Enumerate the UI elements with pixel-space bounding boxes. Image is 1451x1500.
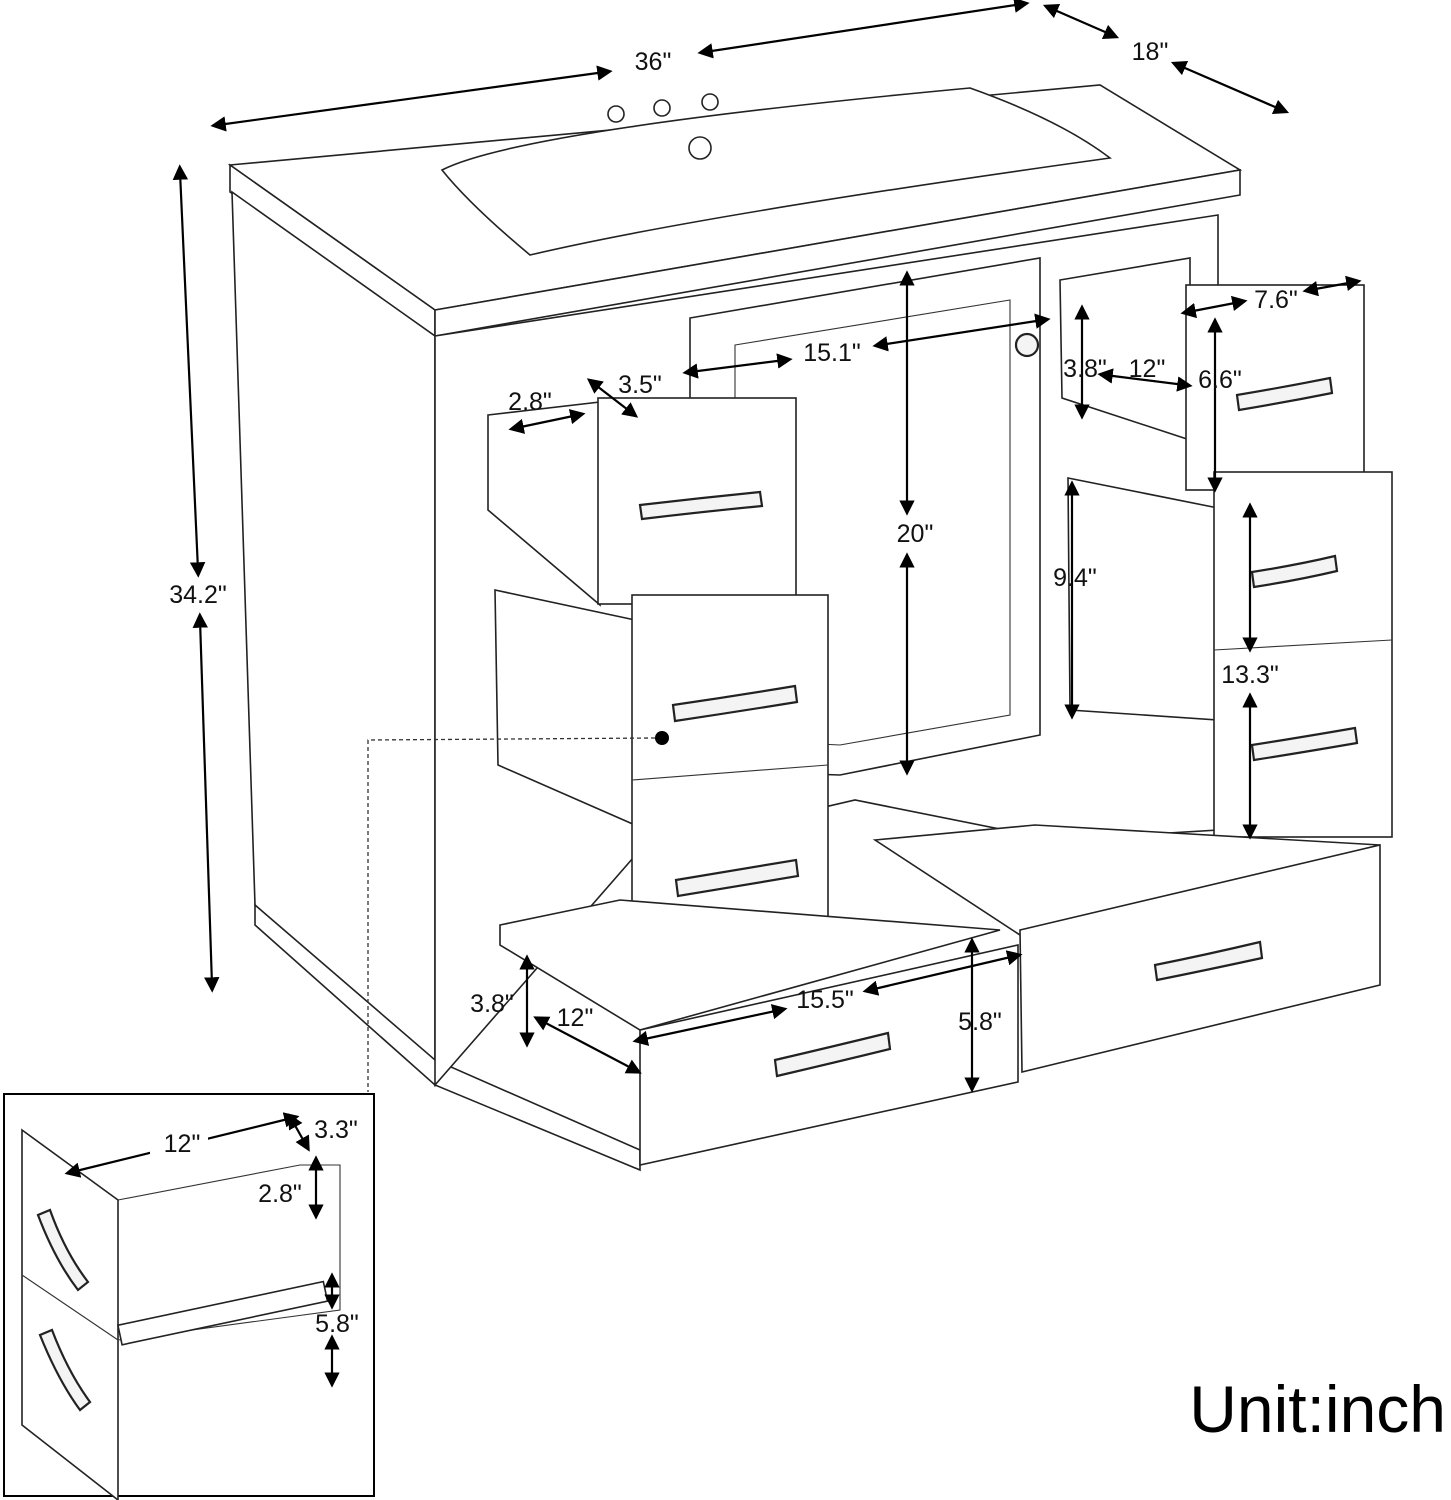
- left-top-width-label: 2.8": [508, 388, 552, 416]
- right-lower-inner-height-label: 9.4": [1053, 564, 1097, 592]
- height-arrow-top: [172, 164, 206, 578]
- left-drawer-divider: [631, 764, 829, 781]
- left-top-depth-label: 3.5": [618, 371, 662, 399]
- height-label: 34.2": [169, 581, 227, 609]
- cabinet-side-panel: [231, 190, 436, 1087]
- inset-outer-height-label: 5.8": [315, 1310, 359, 1338]
- vanity-cabinet: [227, 84, 1393, 1172]
- inset-depth-label: 12": [164, 1130, 201, 1158]
- inset-offset-label: 3.3": [314, 1116, 358, 1144]
- bottom-left-drawer-handle: [773, 1031, 892, 1078]
- bottom-height-label: 5.8": [958, 1008, 1002, 1036]
- right-top-width-arrow-left: [1180, 295, 1248, 319]
- right-lower-drawer-handle: [1250, 726, 1359, 762]
- countertop-side-edge: [434, 169, 1241, 337]
- right-top-inner-height-label: 3.8": [1063, 355, 1107, 383]
- callout-dot: [655, 731, 669, 745]
- sink-basin: [440, 87, 1113, 256]
- dimension-labels: 36" 18" 34.2" 15.1" 20" 2.8" 3.5" 7.6" 6…: [169, 38, 1298, 1036]
- width-arrow-right: [697, 0, 1030, 59]
- inset-drawer-divider: [21, 1274, 119, 1341]
- left-lower-drawer-handle: [674, 858, 800, 898]
- faucet-hole-left: [607, 105, 625, 123]
- right-top-width-label: 7.6": [1254, 286, 1298, 314]
- depth-label: 18": [1132, 38, 1169, 66]
- bottom-width-label: 15.5": [796, 986, 854, 1014]
- left-top-drawer-handle: [638, 490, 764, 521]
- inset-offset-arrow: [288, 1113, 310, 1152]
- bottom-width-arrow-left: [632, 1004, 788, 1046]
- inset-top-handle: [36, 1208, 90, 1292]
- bottom-width-arrow-right: [862, 950, 1023, 996]
- bottom-right-drawer-handle: [1153, 940, 1264, 982]
- right-top-inner-depth-arrow: [1097, 368, 1193, 392]
- right-top-drawer-handle: [1235, 376, 1334, 412]
- bottom-inner-depth-arrow: [533, 1016, 642, 1074]
- bottom-inner-height-label: 3.8": [470, 990, 514, 1018]
- overflow-drain: [688, 136, 712, 160]
- left-top-width-arrow: [508, 409, 586, 434]
- faucet-hole-center: [653, 99, 671, 117]
- right-middle-drawer-box: [1067, 477, 1219, 721]
- door-opening-label: 15.1": [803, 339, 861, 367]
- faucet-hole-right: [701, 93, 719, 111]
- right-top-inner-depth-label: 12": [1129, 355, 1166, 383]
- unit-label: Unit:inch: [1189, 1372, 1446, 1446]
- right-top-height-label: 6.6": [1198, 366, 1242, 394]
- bottom-left-drawer-box: [499, 899, 1001, 1031]
- width-arrow-left: [210, 65, 613, 132]
- inset-bottom-handle: [38, 1328, 92, 1412]
- right-top-width-arrow-right: [1302, 275, 1362, 297]
- left-top-depth-arrow: [586, 378, 639, 418]
- depth-arrow-left: [1042, 4, 1120, 39]
- left-top-drawer-box: [487, 401, 601, 607]
- right-middle-drawer-front: [1213, 471, 1393, 838]
- cabinet-height-label: 20": [897, 520, 934, 548]
- right-middle-drawer-handle: [1250, 554, 1339, 589]
- inset-inner-height-label: 2.8": [258, 1180, 302, 1208]
- door-knob: [1014, 332, 1040, 358]
- height-arrow-bottom: [192, 612, 220, 993]
- dimension-lines: [172, 0, 1362, 1093]
- left-middle-drawer-handle: [671, 684, 799, 723]
- depth-arrow-right: [1170, 60, 1290, 115]
- right-lower-height-label: 13.3": [1221, 661, 1279, 689]
- width-label: 36": [635, 48, 672, 76]
- inset-detail: 12" 3.3" 2.8" 5.8": [3, 1093, 375, 1500]
- callout-leader: [367, 737, 656, 1092]
- bottom-inner-depth-label: 12": [557, 1004, 594, 1032]
- door-width-arrow-left: [682, 353, 793, 379]
